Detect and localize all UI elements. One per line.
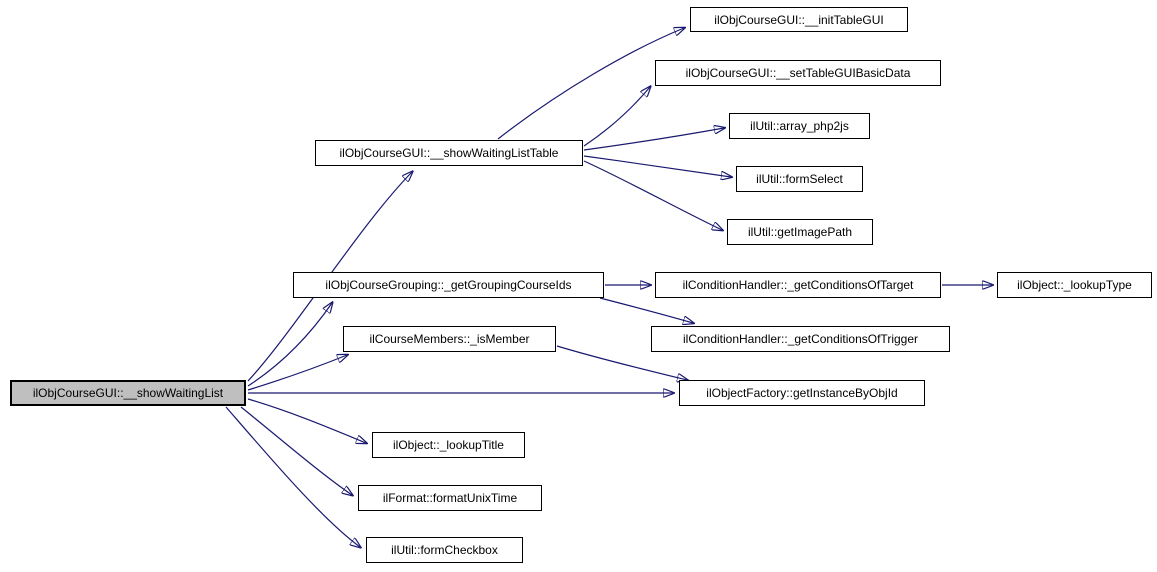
edge-getGroupingCourseIds-to-getConditionsOfTrigger [599, 297, 693, 323]
node-showWaitingList: ilObjCourseGUI::__showWaitingList [10, 380, 246, 406]
node-lookupType[interactable]: ilObject::_lookupType [997, 272, 1152, 298]
node-lookupTitle[interactable]: ilObject::_lookupTitle [372, 432, 525, 458]
node-getInstanceByObjId[interactable]: ilObjectFactory::getInstanceByObjId [679, 380, 925, 406]
edge-showWaitingList-to-isMember [247, 355, 347, 391]
edge-showWaitingListTable-to-formSelect [583, 155, 731, 177]
edge-showWaitingListTable-to-arrayPhp2js [583, 128, 724, 151]
edge-showWaitingList-to-lookupTitle [247, 398, 366, 443]
node-formatUnixTime[interactable]: ilFormat::formatUnixTime [358, 485, 542, 511]
node-getConditionsOfTrigger[interactable]: ilConditionHandler::_getConditionsOfTrig… [651, 326, 950, 352]
node-isMember[interactable]: ilCourseMembers::_isMember [343, 326, 556, 352]
node-arrayPhp2js[interactable]: ilUtil::array_php2js [729, 113, 870, 139]
node-initTableGUI[interactable]: ilObjCourseGUI::__initTableGUI [690, 7, 908, 32]
node-getGroupingCourseIds[interactable]: ilObjCourseGrouping::_getGroupingCourseI… [293, 272, 604, 298]
node-getImagePath[interactable]: ilUtil::getImagePath [727, 219, 873, 245]
edge-showWaitingList-to-formatUnixTime [240, 406, 352, 495]
edge-showWaitingListTable-to-setTableGUIBasicData [583, 87, 650, 147]
node-getConditionsOfTarget[interactable]: ilConditionHandler::_getConditionsOfTarg… [655, 272, 941, 298]
node-formCheckbox[interactable]: ilUtil::formCheckbox [366, 537, 523, 563]
node-formSelect[interactable]: ilUtil::formSelect [736, 166, 863, 192]
edge-showWaitingList-to-getGroupingCourseIds [247, 303, 332, 387]
edge-showWaitingListTable-to-getImagePath [583, 160, 722, 230]
node-showWaitingListTable[interactable]: ilObjCourseGUI::__showWaitingListTable [315, 140, 583, 166]
edge-showWaitingList-to-formCheckbox [225, 406, 360, 547]
node-setTableGUIBasicData[interactable]: ilObjCourseGUI::__setTableGUIBasicData [655, 60, 941, 86]
